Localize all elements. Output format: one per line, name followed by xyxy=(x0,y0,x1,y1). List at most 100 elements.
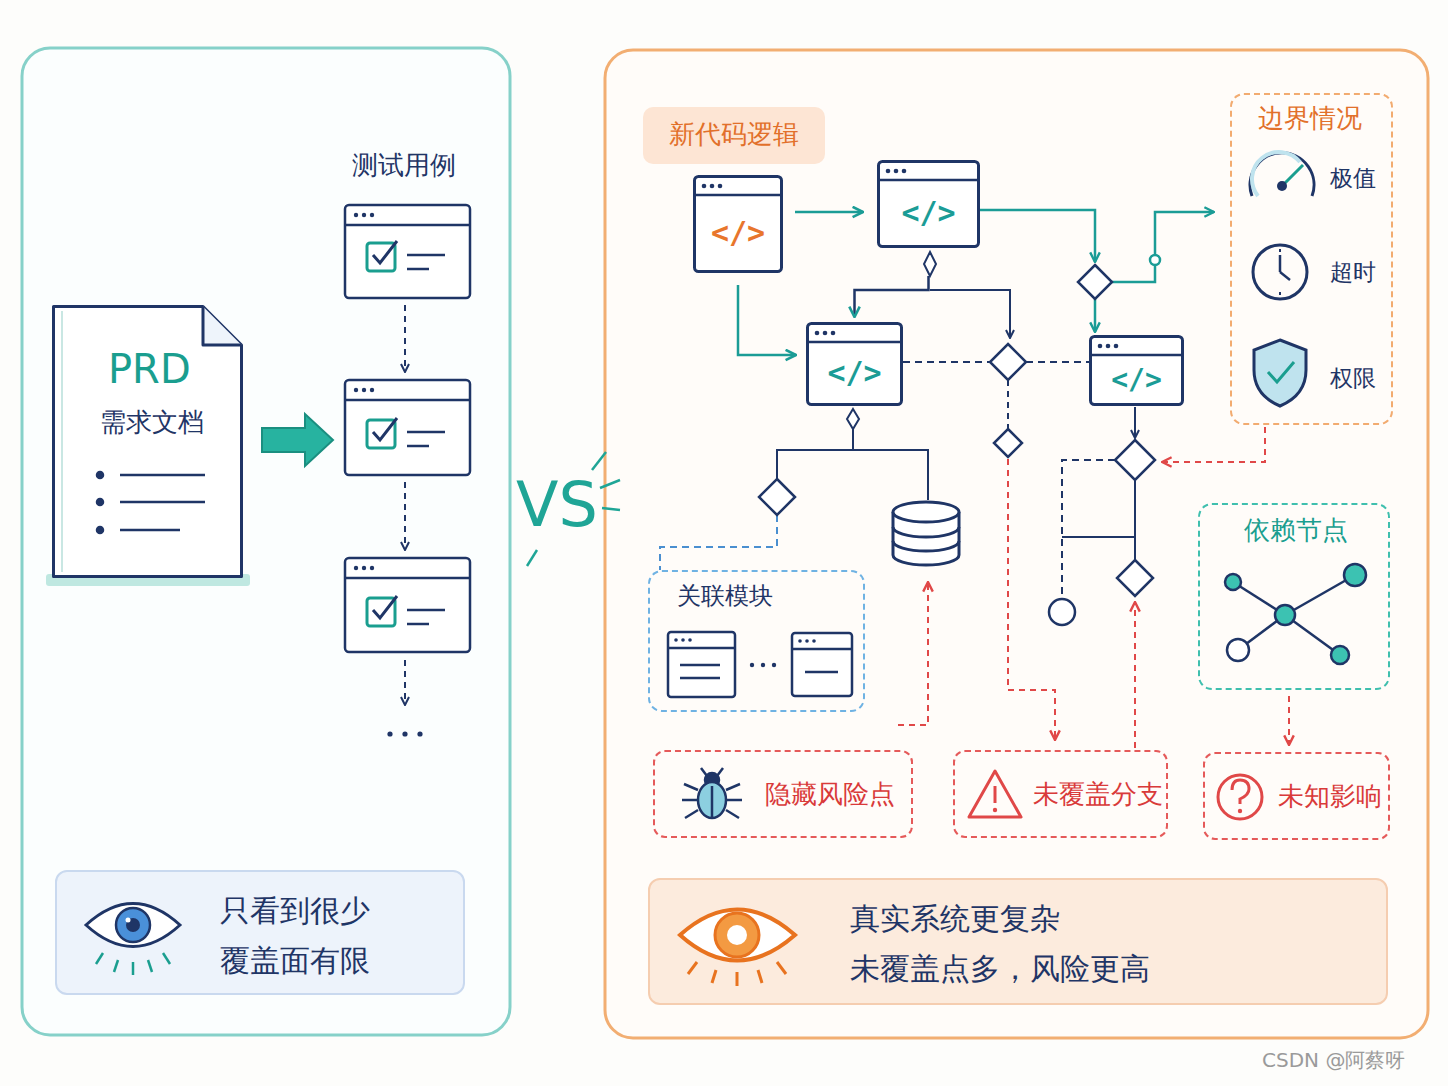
clock-icon xyxy=(1279,292,1281,295)
left-panel xyxy=(22,48,510,1035)
test-case-windows xyxy=(362,566,366,570)
test-case-windows xyxy=(407,445,429,448)
risk-arrows xyxy=(898,582,928,725)
module-windows xyxy=(812,639,816,643)
node-text: PRD xyxy=(108,345,191,393)
window-bar xyxy=(1091,354,1183,357)
test-case-windows xyxy=(367,243,395,271)
code-window: </> xyxy=(806,322,903,406)
test-case-windows xyxy=(354,566,358,570)
branch-lines xyxy=(777,429,853,479)
module-windows xyxy=(668,647,735,650)
big-arrow xyxy=(262,414,333,466)
module-windows xyxy=(680,677,720,680)
gauge-icon xyxy=(1250,152,1314,196)
document-node-outline xyxy=(52,305,243,578)
network-icon xyxy=(1275,605,1295,625)
decision-diamonds xyxy=(759,265,1155,596)
code-window: </> xyxy=(877,160,980,248)
test-case-flow xyxy=(404,660,406,705)
window-bar xyxy=(879,179,979,182)
document-node: PRD需求文档 xyxy=(52,305,243,578)
window-dot xyxy=(1114,344,1119,349)
test-case-windows xyxy=(362,388,366,392)
test-case-windows xyxy=(354,388,358,392)
column-heading: 测试用例 xyxy=(352,150,456,181)
module-windows xyxy=(681,638,685,642)
module-windows xyxy=(792,633,852,696)
warning-icon xyxy=(969,771,1021,817)
document-fold xyxy=(203,307,242,346)
database-icon xyxy=(893,541,959,551)
database-icon xyxy=(893,527,959,537)
bug-icon xyxy=(727,799,742,802)
bug-icon xyxy=(726,810,739,818)
node-text: 关联模块 xyxy=(677,582,773,611)
risk-box: 未知影响 xyxy=(1203,752,1390,840)
summary-box: 只看到很少 覆盖面有限 xyxy=(55,870,465,995)
dependency-box: 依赖节点 xyxy=(1198,503,1390,690)
flow-lines xyxy=(1094,299,1097,332)
window-dot xyxy=(894,169,899,174)
test-case-windows xyxy=(407,268,429,271)
flow-connector xyxy=(1288,696,1290,745)
right-panel xyxy=(605,50,1428,1038)
node-item-text: 极值 xyxy=(1330,165,1376,193)
test-case-windows xyxy=(362,213,366,217)
window-dot xyxy=(702,184,707,189)
module-windows xyxy=(688,638,692,642)
test-case-windows xyxy=(370,566,374,570)
warning-icon xyxy=(993,808,997,812)
branch-lines xyxy=(1007,380,1009,429)
node-text: 只看到很少 覆盖面有限 xyxy=(220,886,420,985)
window-dot xyxy=(831,331,836,336)
test-case-windows xyxy=(407,254,445,257)
database-icon xyxy=(893,502,959,522)
bug-icon xyxy=(682,799,697,802)
watermark: CSDN @阿蔡呀 xyxy=(1262,1048,1405,1072)
test-case-windows xyxy=(370,213,374,217)
node-text: 未知影响 xyxy=(1278,781,1382,812)
module-windows xyxy=(805,671,838,674)
right-panel xyxy=(605,50,1428,1038)
risk-arrows xyxy=(1008,459,1055,740)
summary-box: 真实系统更复杂 未覆盖点多，风险更高 xyxy=(648,878,1388,1005)
vs-rays xyxy=(602,508,620,510)
test-case-windows xyxy=(345,399,470,402)
risk-box: 未覆盖分支 xyxy=(953,750,1168,838)
window-dot xyxy=(1098,344,1103,349)
node-text: </> xyxy=(1089,363,1184,397)
vs-rays xyxy=(600,480,620,488)
flow-lines xyxy=(924,252,936,276)
node-text: 真实系统更复杂 未覆盖点多，风险更高 xyxy=(850,894,1180,993)
network-icon xyxy=(1238,615,1285,650)
bug-icon xyxy=(684,784,698,790)
vs-rays xyxy=(592,452,606,470)
node-text: </> xyxy=(806,355,903,391)
code-window: </> xyxy=(1089,335,1184,406)
decision-diamonds xyxy=(1115,440,1155,480)
node-text: </> xyxy=(693,215,783,251)
database-icon xyxy=(893,512,959,565)
code-window: </> xyxy=(693,175,783,273)
left-panel xyxy=(22,48,510,1035)
risk-box: 隐藏风险点 xyxy=(653,750,913,838)
network-icon xyxy=(1233,582,1285,615)
big-arrow xyxy=(262,414,333,466)
branch-lines xyxy=(903,361,990,363)
test-case-windows xyxy=(407,623,429,626)
branch-lines xyxy=(1134,480,1136,560)
test-case-windows xyxy=(373,596,397,618)
window-dot xyxy=(1106,344,1111,349)
risk-arrows xyxy=(1162,427,1265,462)
node-item-text: 超时 xyxy=(1330,259,1376,287)
test-case-windows xyxy=(373,241,397,263)
flow-connector xyxy=(795,211,863,214)
node-text: 边界情况 xyxy=(1258,103,1362,134)
test-case-windows xyxy=(373,418,397,440)
clock-icon xyxy=(1280,272,1290,280)
gauge-icon xyxy=(1277,181,1287,191)
test-case-windows xyxy=(345,205,470,652)
module-windows xyxy=(761,663,765,667)
module-link xyxy=(660,515,777,570)
